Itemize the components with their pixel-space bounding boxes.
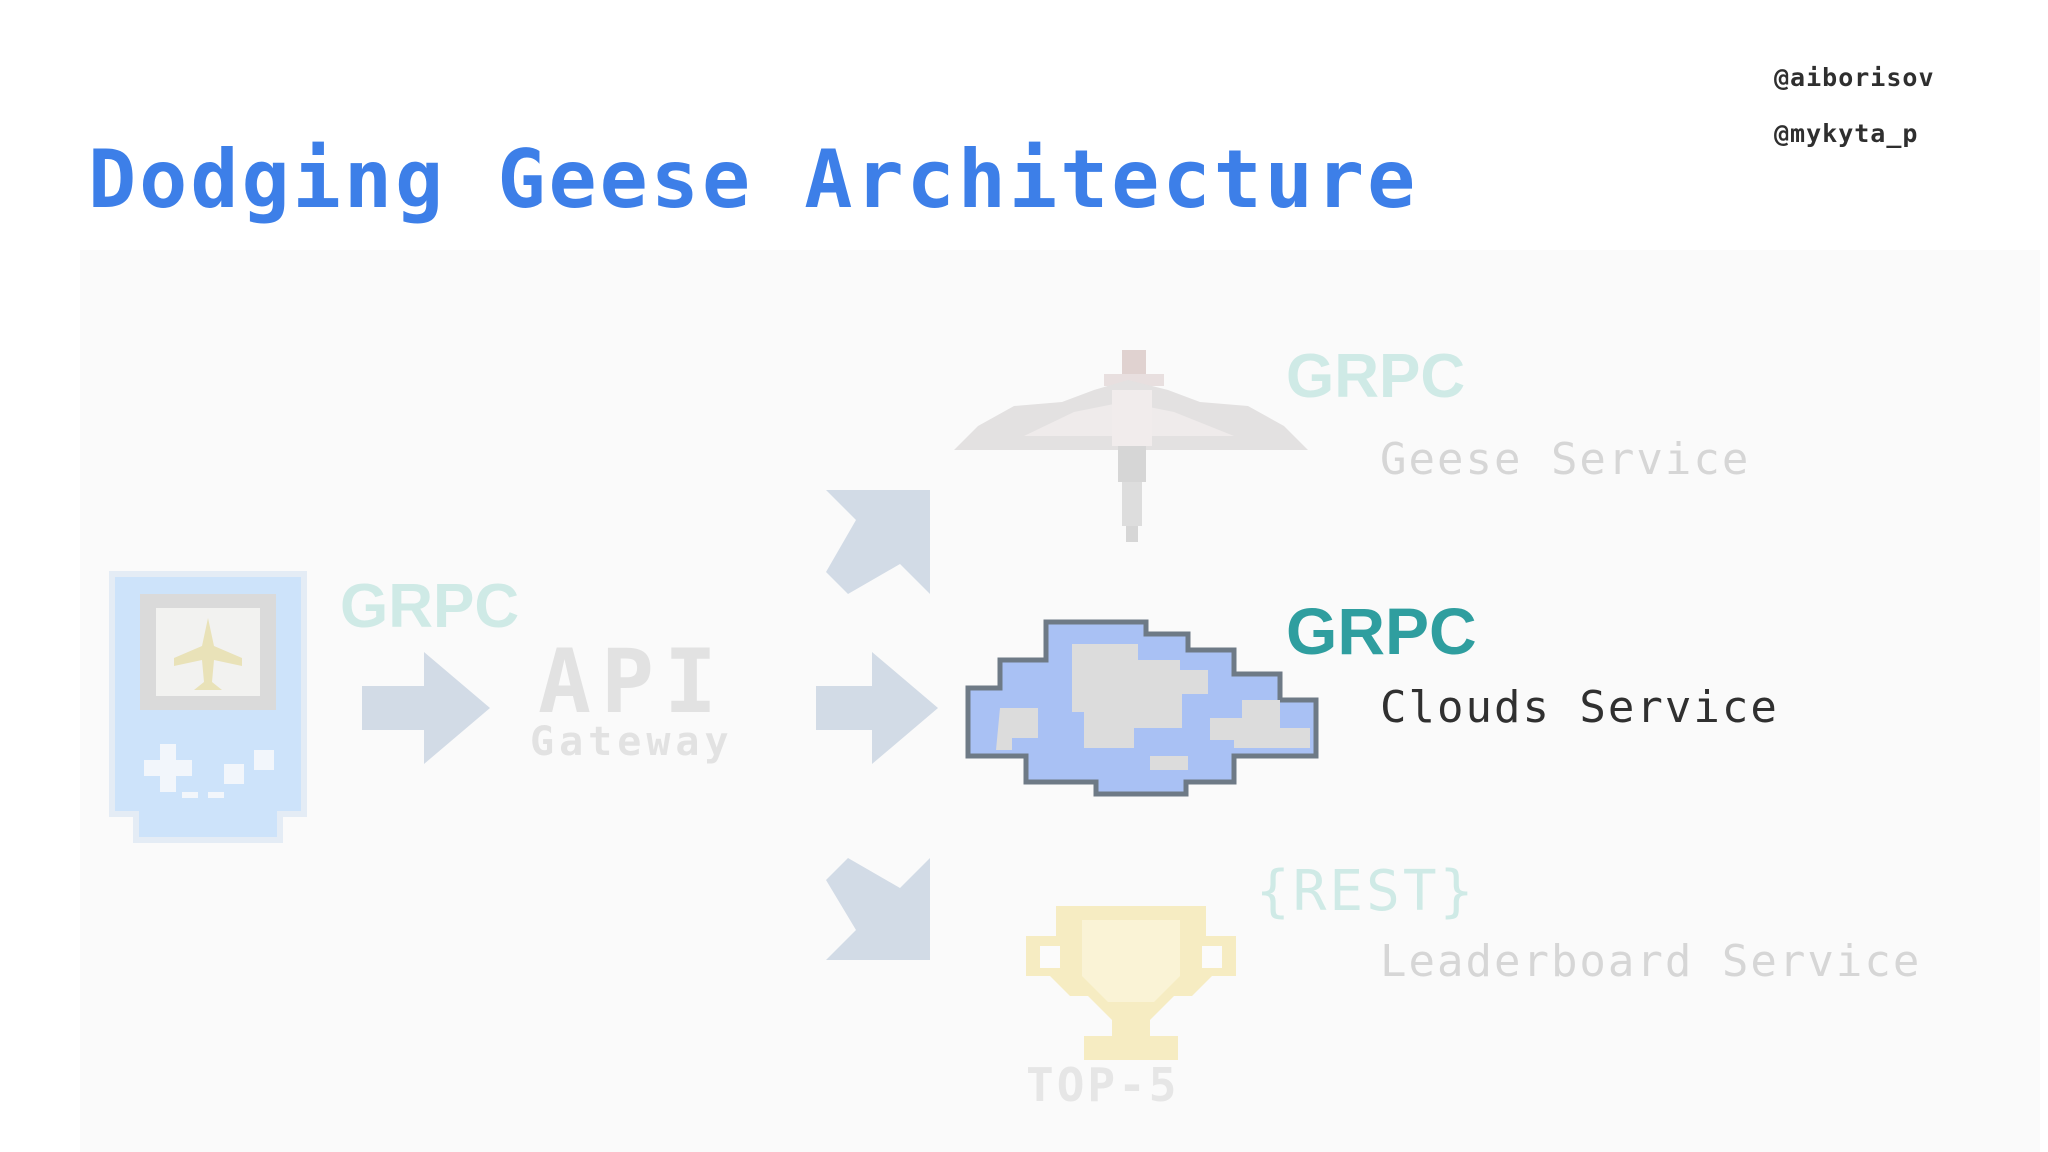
leaderboard-service-label: Leaderboard Service [1380, 936, 1922, 987]
trophy-label: TOP-5 [1026, 1058, 1180, 1112]
clouds-service-label: Clouds Service [1380, 682, 1779, 733]
clouds-protocol-label: GRPC [1286, 594, 1477, 668]
geese-protocol-label: GRPC [1286, 342, 1466, 411]
author-handle: @mykyta_p [1774, 119, 1919, 148]
api-gateway-subtitle: Gateway [530, 719, 734, 765]
leaderboard-protocol-label: {REST} [1256, 859, 1477, 924]
arrow-right-icon [362, 652, 490, 764]
trophy-icon [1026, 906, 1236, 1060]
goose-icon [954, 350, 1308, 542]
author-handles: @aiborisov @mykyta_p [1774, 60, 1935, 172]
page-title: Dodging Geese Architecture [88, 133, 1419, 226]
game-console-icon [109, 571, 307, 843]
author-handle: @aiborisov [1774, 63, 1935, 92]
client-protocol-label: GRPC [340, 572, 520, 641]
geese-service-label: Geese Service [1380, 434, 1751, 485]
arrow-right-icon [816, 652, 938, 764]
api-gateway-title: API [538, 630, 727, 733]
arrow-up-right-icon [826, 490, 930, 594]
cloud-icon [965, 619, 1319, 797]
arrow-down-right-icon [826, 858, 930, 960]
